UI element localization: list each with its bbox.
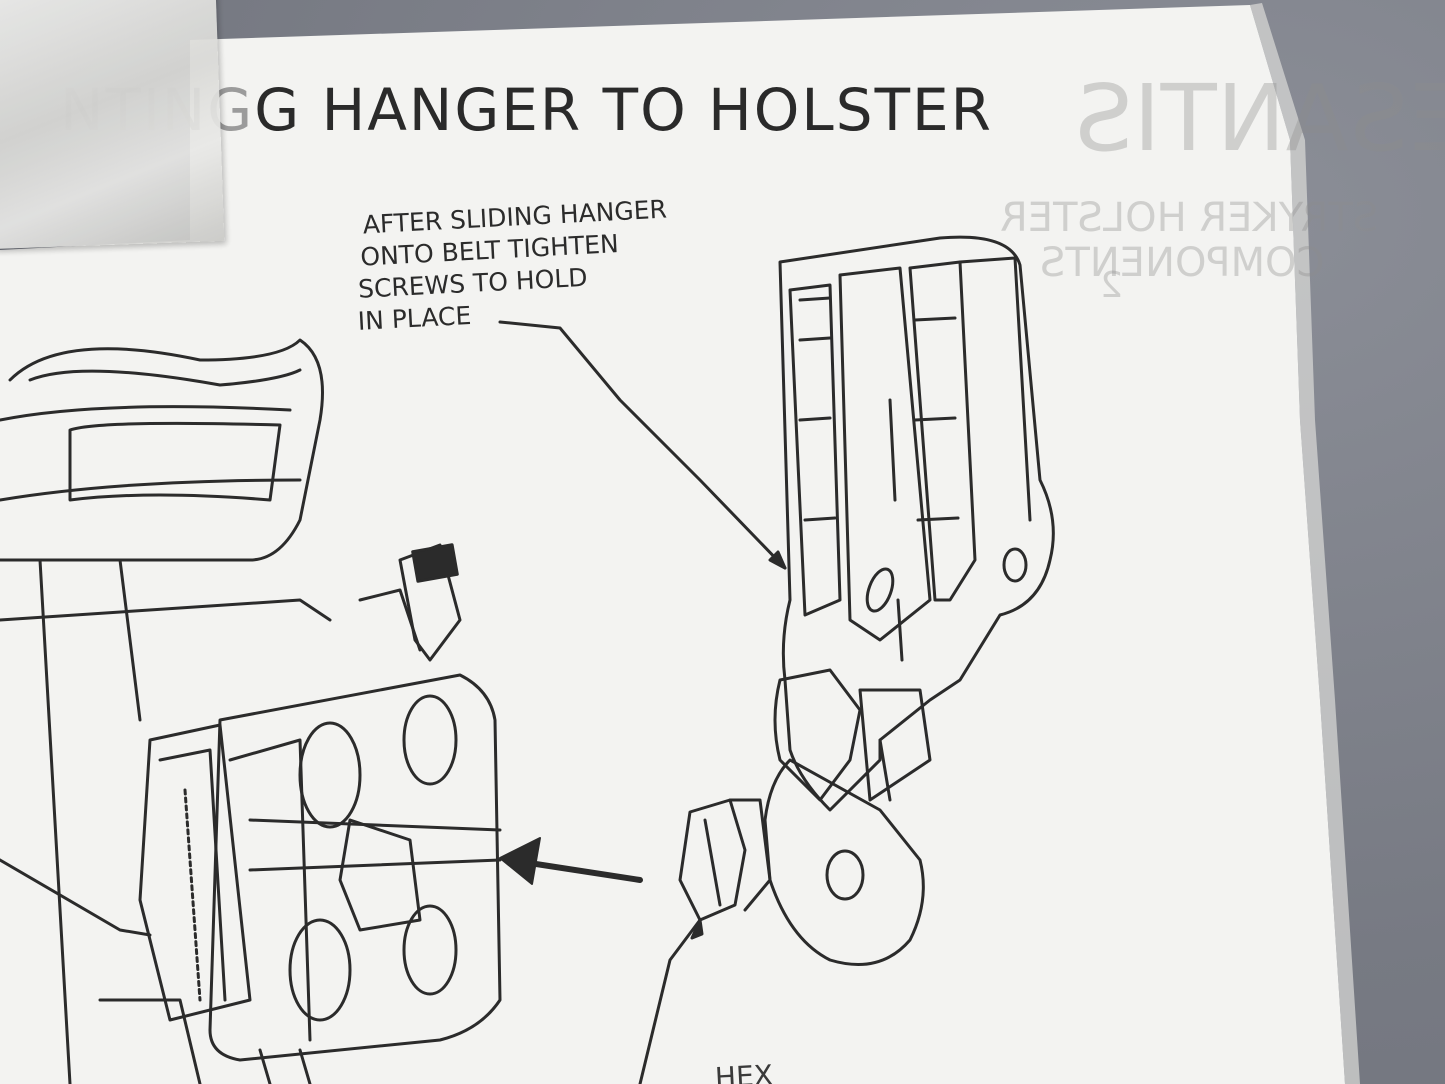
title-main: G HANGER TO HOLSTER: [254, 76, 993, 144]
screw-leader-line: [638, 918, 704, 1084]
bottom-cut-text: HEX: [714, 1058, 774, 1084]
insert-arrow: [499, 837, 643, 885]
belt-hanger-drawing: [678, 235, 1055, 966]
holster-drawing: [0, 338, 502, 1084]
callout-leader-line: [498, 320, 787, 570]
plastic-bag: [0, 0, 225, 249]
